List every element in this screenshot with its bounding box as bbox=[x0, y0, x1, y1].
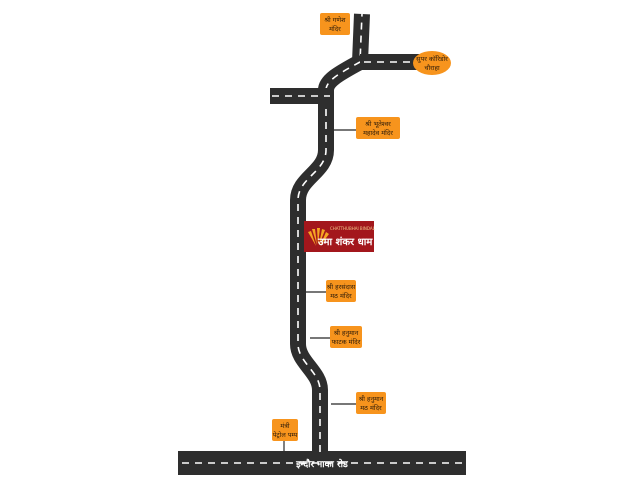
landmark-hanuman-phatak-box bbox=[330, 326, 362, 348]
left-branch-road bbox=[270, 88, 334, 104]
sun-logo-icon bbox=[308, 228, 329, 246]
landmark-ganesh-line2: मंदिर bbox=[329, 25, 341, 33]
landmark-petrol-pump: मंत्री पेट्रोल पम्प bbox=[272, 419, 298, 441]
landmark-hanuman-math: श्री हनुमान मठ मंदिर bbox=[356, 392, 386, 414]
landmark-super-corridor-line2: चौराहा bbox=[424, 64, 440, 72]
destination-marker: CHATTHUBHAI BINDAL उमा शंकर धाम bbox=[304, 221, 376, 252]
landmark-hanuman-math-box bbox=[356, 392, 386, 414]
main-road bbox=[178, 451, 466, 475]
landmark-ganesh-line1: श्री गणेश bbox=[324, 16, 346, 24]
landmark-harsidas-box bbox=[326, 280, 356, 302]
winding-road-dash bbox=[297, 13, 363, 452]
landmark-bhuteshwar-line2: महादेव मंदिर bbox=[363, 129, 393, 137]
landmark-petrol-pump-box bbox=[272, 419, 298, 441]
landmark-bhuteshwar-line1: श्री भूतेश्वर bbox=[365, 120, 391, 128]
landmark-harsidas: श्री हरसंदास मठ मंदिर bbox=[326, 280, 356, 302]
landmark-bhuteshwar-box bbox=[356, 117, 400, 139]
landmark-harsidas-line2: मठ मंदिर bbox=[330, 292, 352, 300]
label-connectors bbox=[283, 129, 356, 452]
winding-road bbox=[290, 13, 370, 452]
main-road-label: इन्दौर नाका रोड bbox=[295, 458, 349, 470]
landmark-petrol-pump-line2: पेट्रोल पम्प bbox=[273, 431, 298, 439]
destination-tagline: CHATTHUBHAI BINDAL bbox=[330, 226, 376, 231]
landmark-hanuman-phatak-line1: श्री हनुमान bbox=[334, 329, 359, 337]
landmark-petrol-pump-line1: मंत्री bbox=[280, 422, 289, 430]
right-branch-road bbox=[360, 54, 420, 70]
landmark-hanuman-phatak-line2: फाटक मंदिर bbox=[332, 338, 361, 346]
landmark-super-corridor-box bbox=[413, 51, 451, 75]
landmark-hanuman-math-line1: श्री हनुमान bbox=[359, 395, 384, 403]
landmark-ganesh-box bbox=[320, 13, 350, 35]
landmark-harsidas-line1: श्री हरसंदास bbox=[327, 283, 356, 291]
destination-name: उमा शंकर धाम bbox=[317, 236, 373, 248]
landmark-super-corridor-line1: सुपर कॉरिडोर bbox=[416, 55, 448, 63]
landmark-ganesh: श्री गणेश मंदिर bbox=[320, 13, 350, 35]
landmark-hanuman-phatak: श्री हनुमान फाटक मंदिर bbox=[330, 326, 362, 348]
landmark-super-corridor: सुपर कॉरिडोर चौराहा bbox=[413, 51, 451, 75]
landmark-hanuman-math-line2: मठ मंदिर bbox=[360, 404, 382, 412]
landmark-bhuteshwar: श्री भूतेश्वर महादेव मंदिर bbox=[356, 117, 400, 139]
